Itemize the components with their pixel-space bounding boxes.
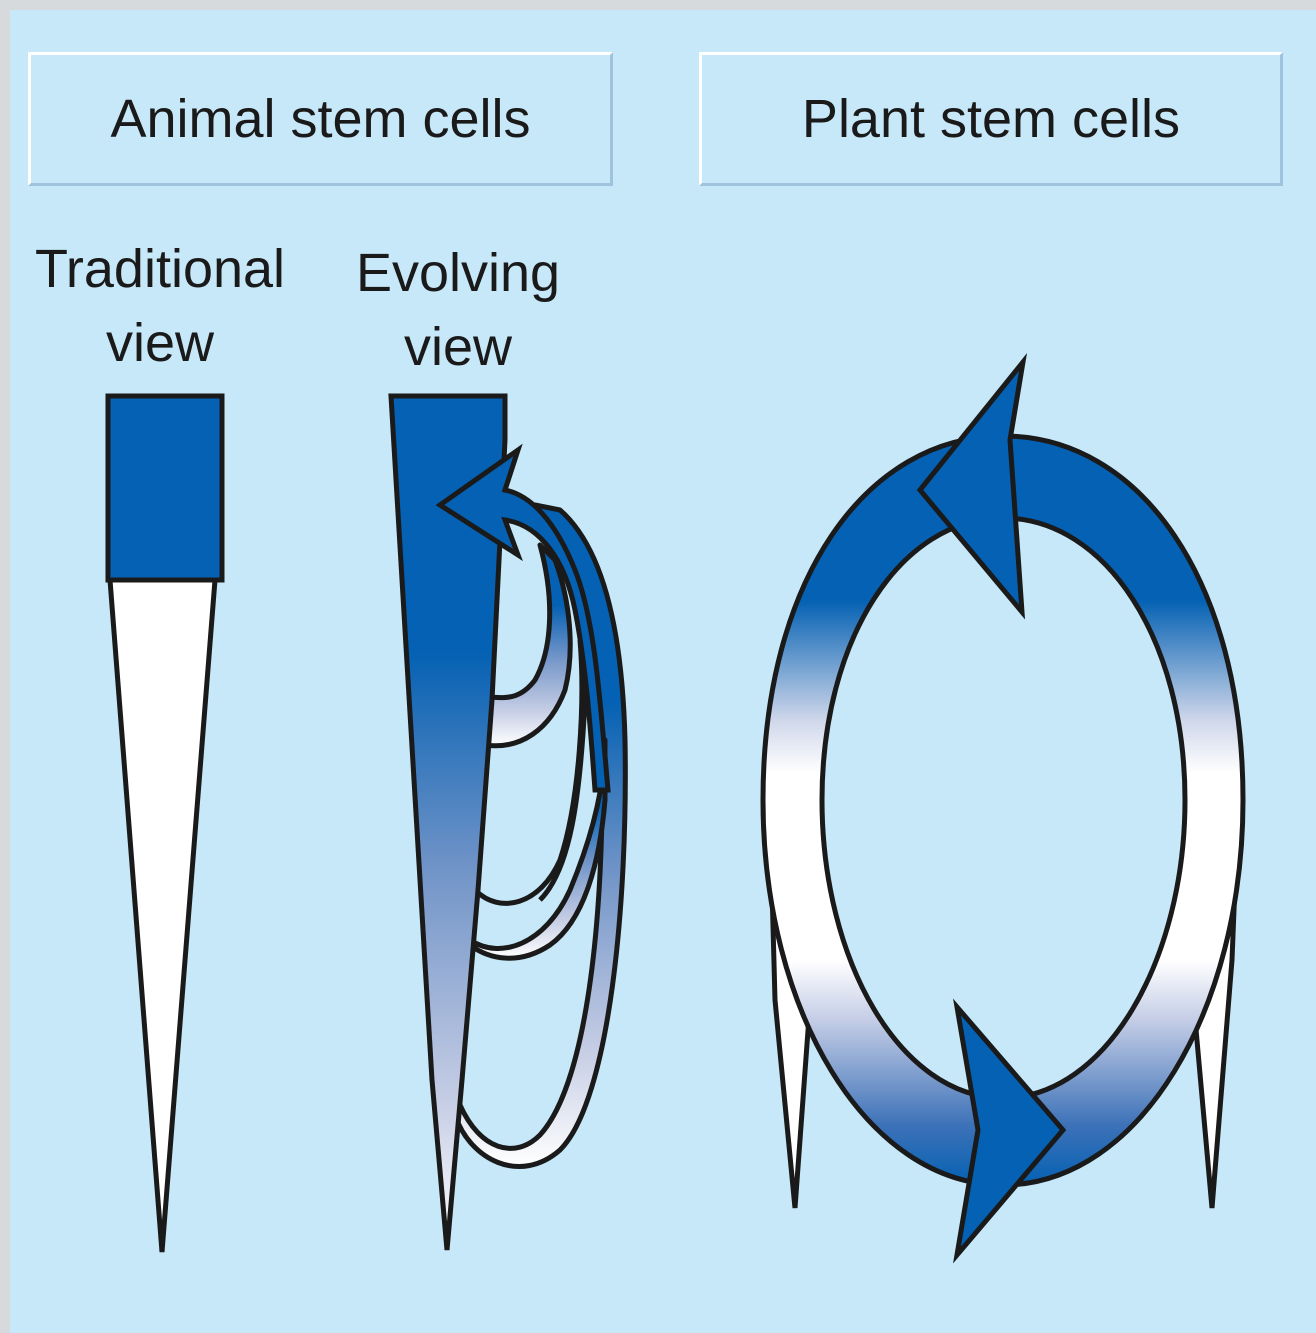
evolving-loop-third — [470, 740, 605, 958]
traditional-differentiating-cone — [110, 580, 215, 1252]
traditional-stem-cell-block — [108, 396, 222, 580]
plant-cycle-figure — [763, 362, 1243, 1255]
traditional-view-figure — [108, 396, 222, 1252]
evolving-view-figure — [391, 396, 625, 1250]
plant-top-arrow — [920, 362, 1023, 612]
